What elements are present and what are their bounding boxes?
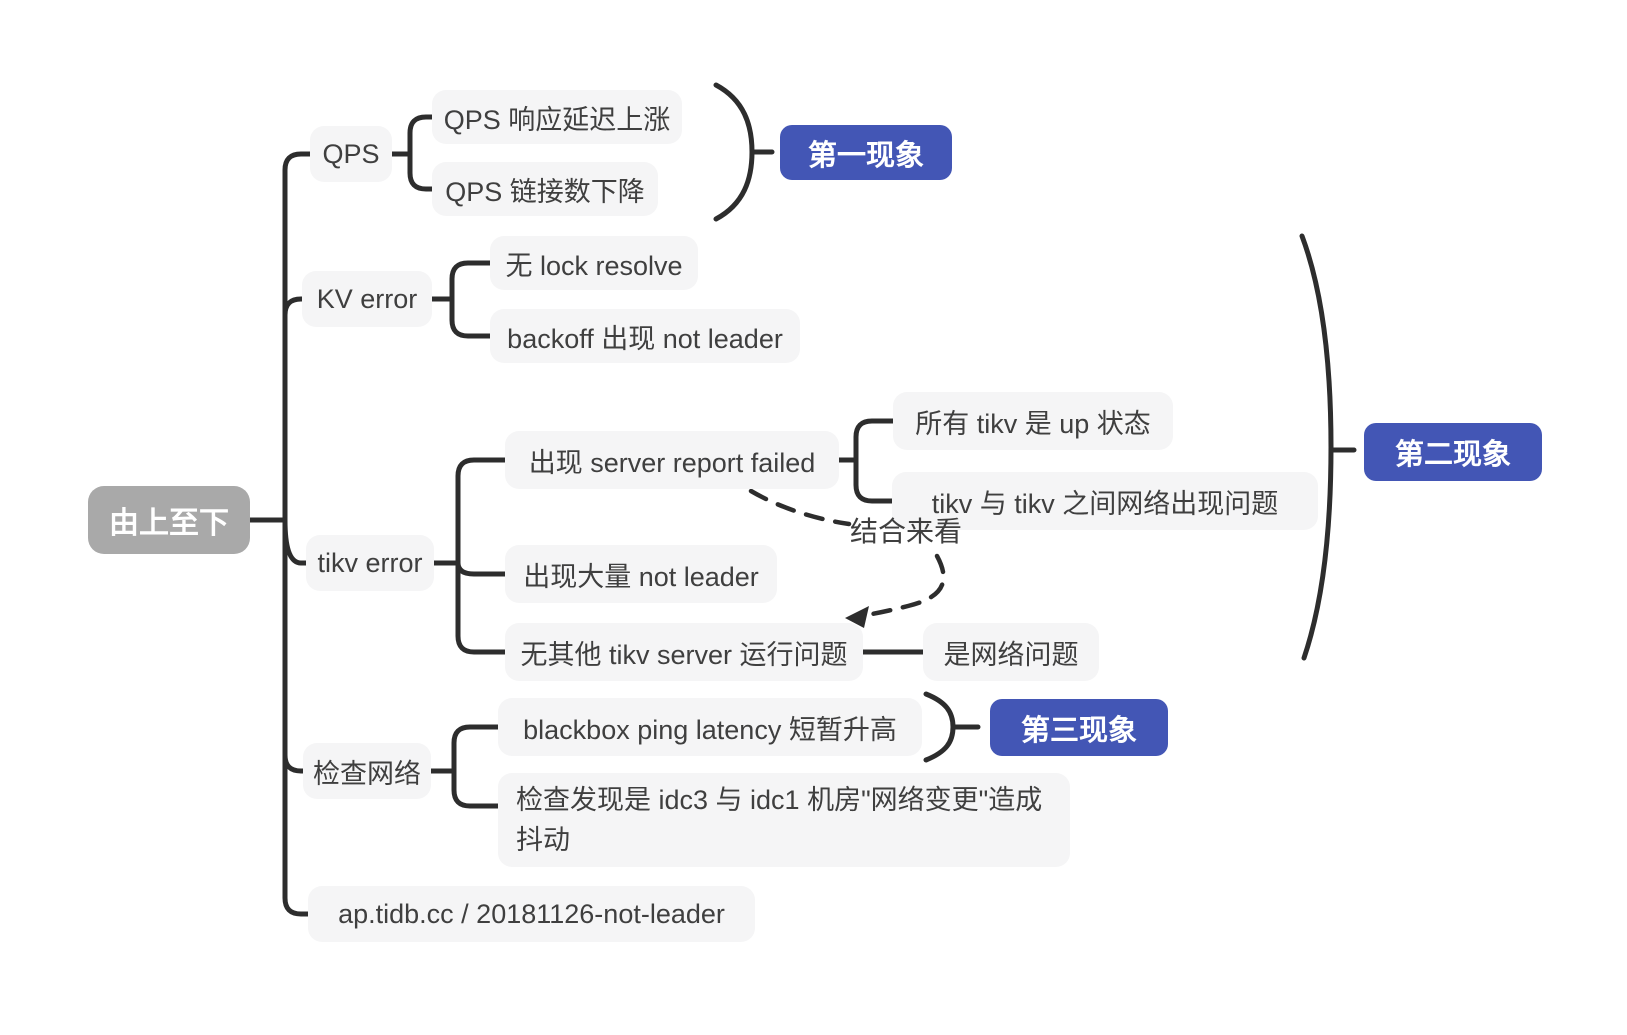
brace-summary-2 — [1299, 233, 1334, 661]
node-is-network-problem[interactable]: 是网络问题 — [923, 623, 1099, 681]
relationship-dash-upper — [748, 488, 852, 527]
node-server-report-failed[interactable]: 出现 server report failed — [505, 431, 839, 489]
connector-trunk-qps — [282, 151, 313, 523]
node-many-not-leader[interactable]: 出现大量 not leader — [505, 545, 777, 603]
node-no-lock-resolve[interactable]: 无 lock resolve — [490, 236, 698, 290]
brace-summary-1 — [713, 82, 755, 222]
relationship-arrowhead-icon — [845, 606, 869, 628]
connector-tikv-child2 — [455, 560, 508, 577]
relationship-dash-lower — [851, 553, 946, 620]
branch-qps[interactable]: QPS — [310, 126, 392, 182]
relationship-label[interactable]: 结合来看 — [850, 516, 963, 547]
connector-trunk-tikv — [282, 517, 309, 566]
node-qps-connections-down[interactable]: QPS 链接数下降 — [432, 162, 658, 216]
brace-summary-3 — [923, 691, 956, 763]
root-node[interactable]: 由上至下 — [88, 486, 250, 554]
node-all-tikv-up[interactable]: 所有 tikv 是 up 状态 — [893, 392, 1173, 450]
summary-phenomenon-2[interactable]: 第二现象 — [1364, 423, 1542, 481]
node-qps-latency-up[interactable]: QPS 响应延迟上涨 — [432, 90, 682, 144]
node-tikv-network-issue[interactable]: tikv 与 tikv 之间网络出现问题 — [892, 472, 1318, 530]
node-blackbox-ping-latency[interactable]: blackbox ping latency 短暂升高 — [498, 698, 922, 756]
summary-phenomenon-1[interactable]: 第一现象 — [780, 125, 952, 180]
node-idc-network-change[interactable]: 检查发现是 idc3 与 idc1 机房"网络变更"造成抖动 — [498, 773, 1070, 867]
node-no-other-tikv-issue[interactable]: 无其他 tikv server 运行问题 — [505, 623, 863, 681]
connector-tikv-child1 — [455, 457, 508, 566]
connector-report-grand2 — [853, 457, 895, 504]
connector-trunk-ap — [282, 517, 311, 917]
branch-kv-error[interactable]: KV error — [302, 271, 432, 327]
connector-kv-child2 — [449, 296, 493, 339]
summary-phenomenon-3[interactable]: 第三现象 — [990, 699, 1168, 756]
connector-report-grand1 — [853, 418, 896, 463]
connector-net-child2 — [451, 768, 501, 809]
branch-check-network[interactable]: 检查网络 — [303, 743, 431, 799]
connector-tikv-child3 — [455, 560, 508, 655]
branch-tikv-error[interactable]: tikv error — [306, 535, 434, 591]
connector-trunk-kv — [282, 296, 305, 523]
connector-kv-child1 — [449, 260, 493, 302]
node-backoff-not-leader[interactable]: backoff 出现 not leader — [490, 309, 800, 363]
connector-qps-child1 — [407, 114, 435, 157]
connector-net-child1 — [451, 724, 501, 774]
connector-qps-child2 — [407, 151, 435, 192]
branch-ap-tidb-link[interactable]: ap.tidb.cc / 20181126-not-leader — [308, 886, 755, 942]
